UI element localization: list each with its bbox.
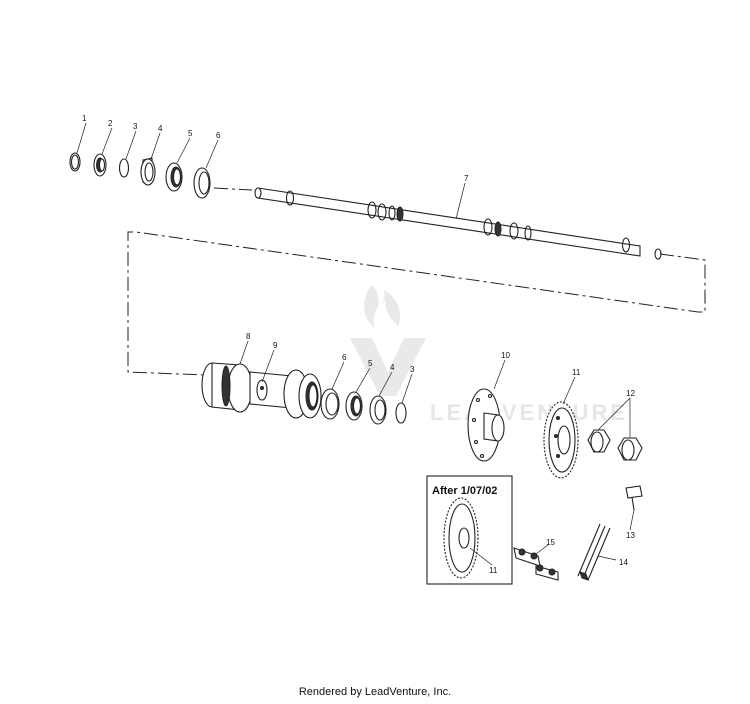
part-6-bushing-lower [320, 388, 340, 420]
callout-6: 6 [216, 131, 221, 140]
part-2-seal [93, 153, 107, 177]
part-12-nut-a [587, 429, 611, 453]
watermark-text: LEADVENTURE [430, 400, 628, 425]
callout-1: 1 [82, 114, 87, 123]
part-10-hub [467, 388, 505, 462]
part-4-bearing-lower [369, 395, 387, 425]
callout-3-lower: 3 [410, 365, 415, 374]
footer-credit: Rendered by LeadVenture, Inc. [298, 686, 452, 698]
part-9-shaft [256, 379, 268, 401]
callout-11: 11 [572, 368, 581, 377]
part-8-housing [201, 362, 322, 419]
callout-9: 9 [273, 341, 278, 350]
callout-5: 5 [188, 129, 193, 138]
assembly-guide-line [127, 187, 706, 376]
part-12-nut-b [617, 437, 643, 461]
part-3-snap-ring-lower [395, 402, 407, 424]
callout-14: 14 [619, 558, 628, 567]
callout-11-inset: 11 [489, 566, 498, 575]
callout-4: 4 [158, 124, 163, 133]
leadventure-watermark: LEADVENTURE [350, 285, 628, 425]
part-1-ring [69, 152, 81, 172]
part-11-sprocket-alt [443, 497, 479, 579]
leader-lines [76, 122, 635, 566]
part-4-bearing [140, 157, 156, 186]
callout-4-lower: 4 [390, 363, 395, 372]
part-14-chain [577, 523, 611, 581]
callout-10: 10 [501, 351, 510, 360]
part-7-axle [254, 187, 662, 260]
callout-2: 2 [108, 119, 113, 128]
part-3-snap-ring [118, 158, 130, 178]
callout-13: 13 [626, 531, 635, 540]
callout-5-lower: 5 [368, 359, 373, 368]
part-11-sprocket [543, 401, 579, 479]
part-5-bearing [165, 162, 183, 192]
callout-8: 8 [246, 332, 251, 341]
part-15-master-link [513, 547, 559, 581]
callout-6-lower: 6 [342, 353, 347, 362]
part-5-bearing-lower [345, 391, 363, 421]
part-6-bushing [193, 167, 211, 199]
callout-15: 15 [546, 538, 555, 547]
callout-12: 12 [626, 389, 635, 398]
callout-3: 3 [133, 122, 138, 131]
inset-box [426, 475, 513, 585]
callout-7: 7 [464, 174, 469, 183]
part-13-bolt [625, 485, 643, 511]
inset-title: After 1/07/02 [432, 485, 497, 497]
